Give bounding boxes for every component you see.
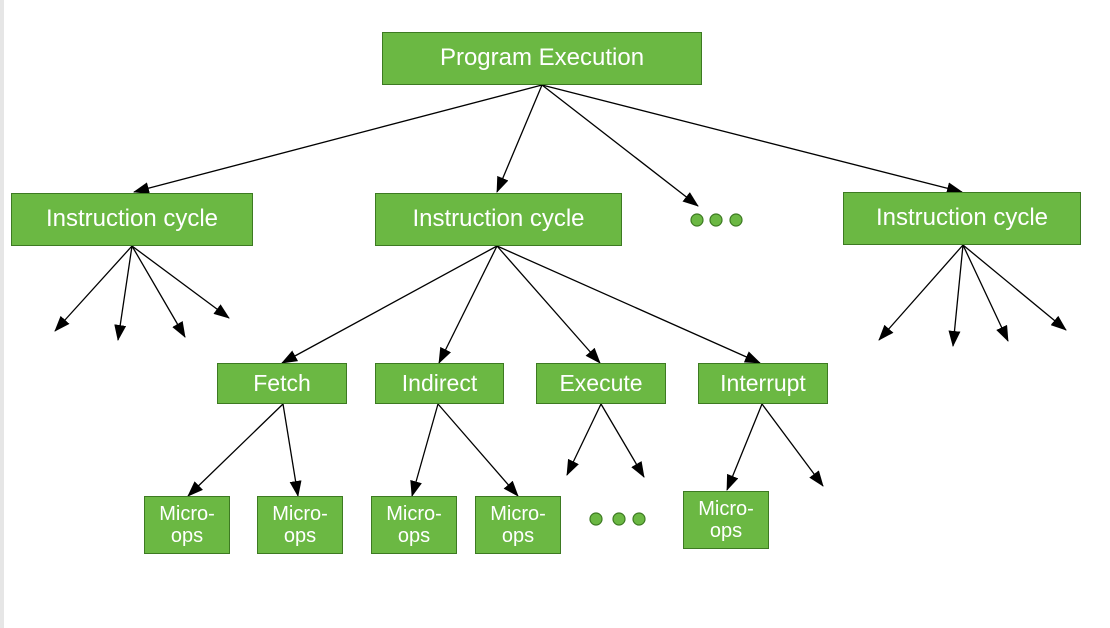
- node-label: Micro- ops: [698, 498, 754, 542]
- node-micro-ops-2: Micro- ops: [257, 496, 343, 554]
- node-micro-ops-3: Micro- ops: [371, 496, 457, 554]
- node-instruction-cycle-mid: Instruction cycle: [375, 193, 622, 246]
- node-instruction-cycle-right: Instruction cycle: [843, 192, 1081, 245]
- edge-cycle-right-2: [948, 244, 964, 347]
- edge-execute-1: [566, 403, 602, 476]
- node-instruction-cycle-left: Instruction cycle: [11, 193, 253, 246]
- node-program-execution: Program Execution: [382, 32, 702, 85]
- ellipsis-bottom: [589, 512, 646, 526]
- edge-cycle-left-3: [131, 245, 186, 338]
- node-micro-ops-4: Micro- ops: [475, 496, 561, 554]
- node-label: Execute: [559, 369, 643, 396]
- edge-indirect-micro-3: [410, 403, 439, 497]
- edge-cycle-left-2: [114, 245, 133, 341]
- edge-cycle-right-3: [962, 244, 1009, 342]
- dot-icon: [632, 512, 646, 526]
- edge-cycle-left-4: [131, 245, 230, 319]
- dot-icon: [612, 512, 626, 526]
- node-execute: Execute: [536, 363, 666, 404]
- edge-root-cycle-right: [541, 84, 963, 195]
- dot-icon: [690, 213, 704, 227]
- node-label: Micro- ops: [490, 503, 546, 547]
- edge-interrupt-micro-5: [726, 403, 763, 491]
- edge-cycle-right-1: [878, 244, 964, 341]
- node-label: Micro- ops: [272, 503, 328, 547]
- node-indirect: Indirect: [375, 363, 504, 404]
- edge-fetch-micro-2: [282, 403, 302, 497]
- edge-interrupt-2: [761, 403, 824, 487]
- node-label: Instruction cycle: [412, 205, 585, 233]
- dot-icon: [709, 213, 723, 227]
- edge-cycle-indirect: [438, 245, 498, 364]
- edge-cycle-fetch: [281, 245, 498, 364]
- ellipsis-top: [690, 213, 743, 227]
- edge-execute-2: [600, 403, 645, 478]
- node-interrupt: Interrupt: [698, 363, 828, 404]
- edge-cycle-execute: [496, 245, 601, 364]
- node-micro-ops-5: Micro- ops: [683, 491, 769, 549]
- node-label: Instruction cycle: [875, 204, 1049, 232]
- page-edge-divider: [0, 0, 4, 628]
- node-label: Fetch: [253, 369, 311, 396]
- edge-root-cycle-left: [133, 84, 543, 194]
- edge-root-ellipsis: [541, 84, 699, 207]
- dot-icon: [729, 213, 743, 227]
- node-label: Micro- ops: [159, 503, 215, 547]
- edge-fetch-micro-1: [187, 403, 284, 497]
- node-label: Instruction cycle: [45, 205, 219, 233]
- node-label: Program Execution: [439, 44, 645, 72]
- node-micro-ops-1: Micro- ops: [144, 496, 230, 554]
- edge-cycle-interrupt: [496, 245, 761, 364]
- node-label: Indirect: [401, 369, 478, 396]
- node-fetch: Fetch: [217, 363, 347, 404]
- node-label: Micro- ops: [386, 503, 442, 547]
- edge-cycle-left-1: [54, 245, 133, 332]
- dot-icon: [589, 512, 603, 526]
- edge-root-cycle-mid: [496, 84, 543, 193]
- edge-indirect-micro-4: [437, 403, 519, 497]
- edge-cycle-right-4: [962, 244, 1067, 331]
- node-label: Interrupt: [720, 369, 806, 396]
